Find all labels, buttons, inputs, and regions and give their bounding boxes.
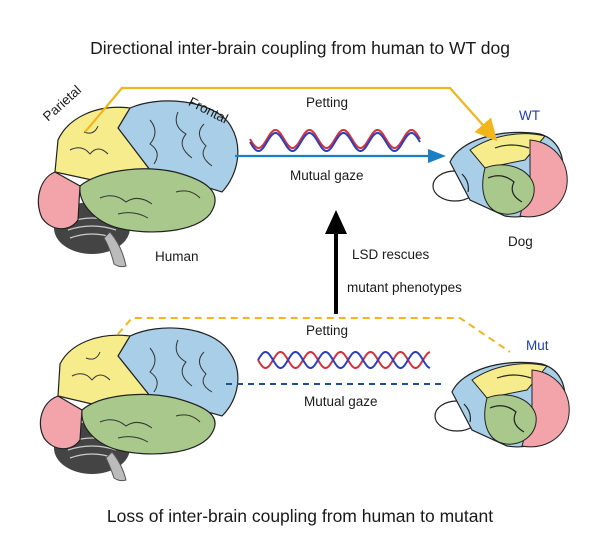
wave-red-top <box>249 129 421 149</box>
label-mutual-gaze-bottom: Mutual gaze <box>304 394 378 409</box>
temporal-lobe <box>79 168 216 233</box>
label-petting-top: Petting <box>306 95 349 110</box>
label-petting-bottom: Petting <box>306 323 349 338</box>
petting-connection-top <box>84 86 498 142</box>
label-wt: WT <box>519 108 540 123</box>
rescue-arrowhead <box>325 210 347 234</box>
wave-blue-bottom <box>257 351 431 369</box>
title-bottom: Loss of inter-brain coupling from human … <box>106 506 494 526</box>
temporal-lobe <box>81 393 216 455</box>
occipital-lobe <box>39 395 83 450</box>
label-dog: Dog <box>508 234 533 249</box>
wave-blue-top <box>249 132 421 152</box>
human-brain-bottom <box>39 327 239 482</box>
title-top: Directional inter-brain coupling from hu… <box>90 38 510 58</box>
frontal-lobe <box>117 100 239 193</box>
gaze-arrowhead-top <box>428 149 446 163</box>
dog-brain-top <box>432 131 568 218</box>
occipital-lobe <box>37 171 81 230</box>
label-lsd-line1: LSD rescues <box>352 247 430 262</box>
label-mut: Mut <box>526 338 549 353</box>
petting-connection-bottom <box>117 317 511 353</box>
label-lsd-line2: mutant phenotypes <box>347 280 462 295</box>
dog-brain-bottom <box>434 361 570 448</box>
wave-red-bottom <box>257 351 431 369</box>
label-human: Human <box>155 249 199 264</box>
human-brain-top <box>37 100 239 268</box>
label-mutual-gaze-top: Mutual gaze <box>290 168 364 183</box>
frontal-lobe <box>117 327 239 417</box>
